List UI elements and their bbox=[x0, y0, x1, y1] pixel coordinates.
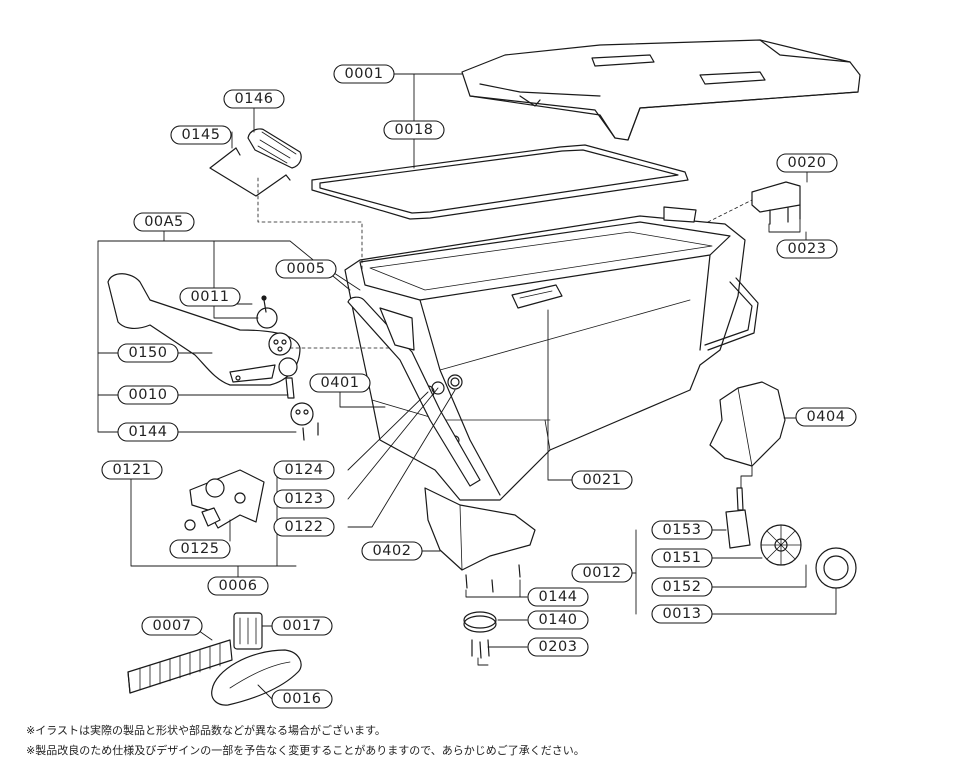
label-0145: 0145 bbox=[182, 127, 221, 143]
label-0140: 0140 bbox=[539, 612, 578, 628]
cap-0144-part-drawing bbox=[290, 402, 319, 441]
label-0007: 0007 bbox=[153, 618, 192, 634]
label-0146: 0146 bbox=[235, 91, 274, 107]
label-0151: 0151 bbox=[663, 550, 702, 566]
bracket-0006-part-drawing bbox=[184, 469, 265, 531]
gasket-part-drawing bbox=[311, 144, 689, 220]
label-0011: 0011 bbox=[191, 289, 230, 305]
dashed-leaders bbox=[257, 177, 753, 349]
label-0150: 0150 bbox=[129, 345, 168, 361]
label-0121: 0121 bbox=[113, 462, 152, 478]
label-texts: 0001 0018 0146 0145 00A5 0005 0011 0150 … bbox=[113, 66, 846, 707]
disclaimer-note-1: ※イラストは実際の製品と形状や部品数などが異なる場合がございます。 bbox=[26, 724, 386, 737]
label-0152: 0152 bbox=[663, 579, 702, 595]
label-0203: 0203 bbox=[539, 639, 578, 655]
label-0144-bottom: 0144 bbox=[539, 589, 578, 605]
mat-0007-part-drawing bbox=[127, 639, 233, 694]
label-0153: 0153 bbox=[663, 522, 702, 538]
hubcap-0013-part-drawing bbox=[815, 547, 857, 589]
label-0018: 0018 bbox=[395, 122, 434, 138]
label-0012: 0012 bbox=[583, 565, 622, 581]
label-0013: 0013 bbox=[663, 606, 702, 622]
label-00a5: 00A5 bbox=[144, 214, 184, 230]
label-0023: 0023 bbox=[788, 241, 827, 257]
handle-grip-part-drawing bbox=[247, 128, 302, 169]
hinge-0020-part-drawing bbox=[751, 181, 801, 225]
handle-lever-part-drawing bbox=[107, 273, 301, 386]
side-handle-arm-part-drawing bbox=[347, 296, 481, 487]
pin-0010-part-drawing bbox=[285, 377, 295, 399]
label-0017: 0017 bbox=[283, 618, 322, 634]
label-0010: 0010 bbox=[129, 387, 168, 403]
axle-0153-part-drawing bbox=[725, 487, 751, 549]
label-0123: 0123 bbox=[285, 491, 324, 507]
caster-0140-part-drawing bbox=[463, 611, 497, 659]
label-0404: 0404 bbox=[807, 409, 846, 425]
label-0021: 0021 bbox=[583, 472, 622, 488]
part-0017-drawing bbox=[233, 612, 263, 650]
label-0122: 0122 bbox=[285, 519, 324, 535]
cover-0404-part-drawing bbox=[709, 381, 786, 467]
cover-0402-part-drawing bbox=[424, 487, 536, 593]
label-0001: 0001 bbox=[345, 66, 384, 82]
label-0144-left: 0144 bbox=[129, 424, 168, 440]
lid-part-drawing bbox=[461, 39, 861, 141]
cushion-0016-part-drawing bbox=[211, 649, 302, 706]
label-0401: 0401 bbox=[321, 375, 360, 391]
label-0402: 0402 bbox=[373, 543, 412, 559]
wheel-0151-part-drawing bbox=[760, 524, 802, 566]
cap-0011-part-drawing bbox=[256, 295, 278, 329]
label-0125: 0125 bbox=[181, 541, 220, 557]
label-0020: 0020 bbox=[788, 155, 827, 171]
wire-part-drawing bbox=[209, 147, 291, 197]
label-boxes bbox=[101, 64, 857, 709]
label-0124: 0124 bbox=[285, 462, 324, 478]
label-0006: 0006 bbox=[219, 578, 258, 594]
disclaimer-note-2: ※製品改良のため仕様及びデザインの一部を予告なく変更することがありますので、あら… bbox=[26, 744, 585, 757]
label-0005: 0005 bbox=[287, 261, 326, 277]
label-0016: 0016 bbox=[283, 691, 322, 707]
